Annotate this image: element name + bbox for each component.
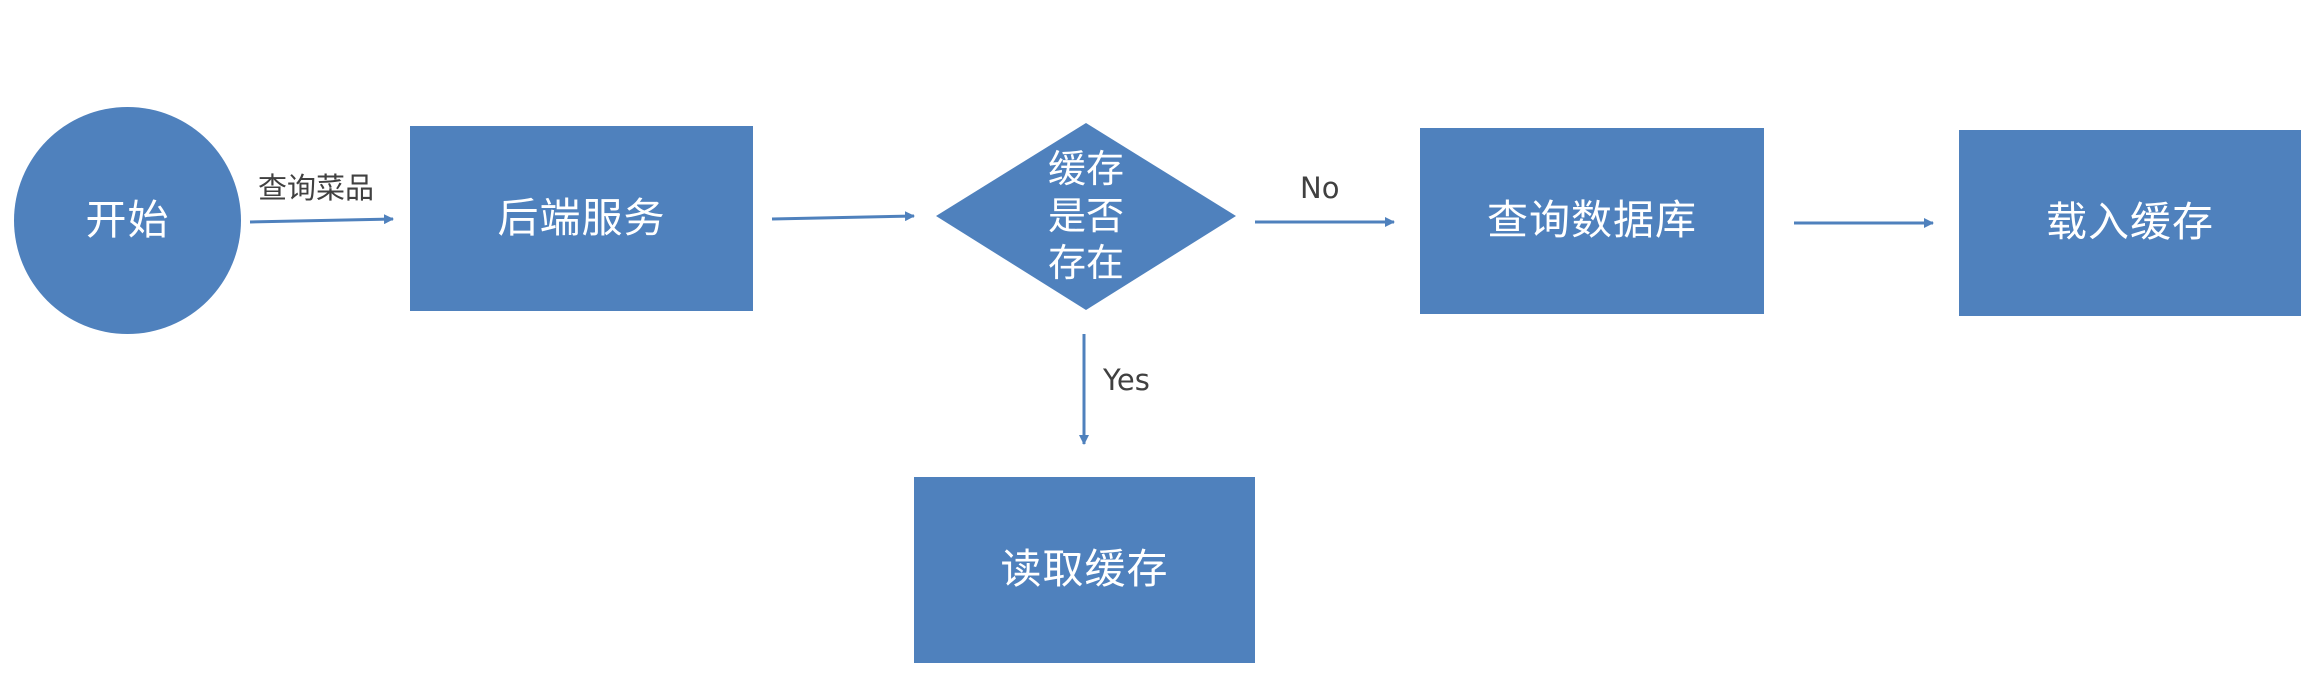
query-database-label: 查询数据库 [1487,196,1697,245]
read-cache-node: 读取缓存 [914,477,1255,663]
arrow-backend-to-decision [771,211,915,222]
load-cache-node: 载入缓存 [1959,130,2301,316]
backend-service-label: 后端服务 [497,193,666,242]
decision-diamond-shape [936,123,1236,310]
load-cache-label: 载入缓存 [2046,198,2214,247]
edge-label-query-dishes: 查询菜品 [258,171,375,205]
arrow-start-to-backend [249,214,394,225]
cache-exists-decision: 缓存 是否 存在 [936,123,1236,310]
edge-label-yes: Yes [1103,363,1150,397]
cache-exists-label: 缓存 是否 存在 [1047,147,1124,285]
start-node-label: 开始 [85,195,170,244]
start-node: 开始 [14,107,241,334]
query-database-node: 查询数据库 [1420,128,1764,314]
edge-label-no: No [1300,171,1340,205]
backend-service-node: 后端服务 [410,126,753,311]
read-cache-label: 读取缓存 [1000,545,1169,594]
